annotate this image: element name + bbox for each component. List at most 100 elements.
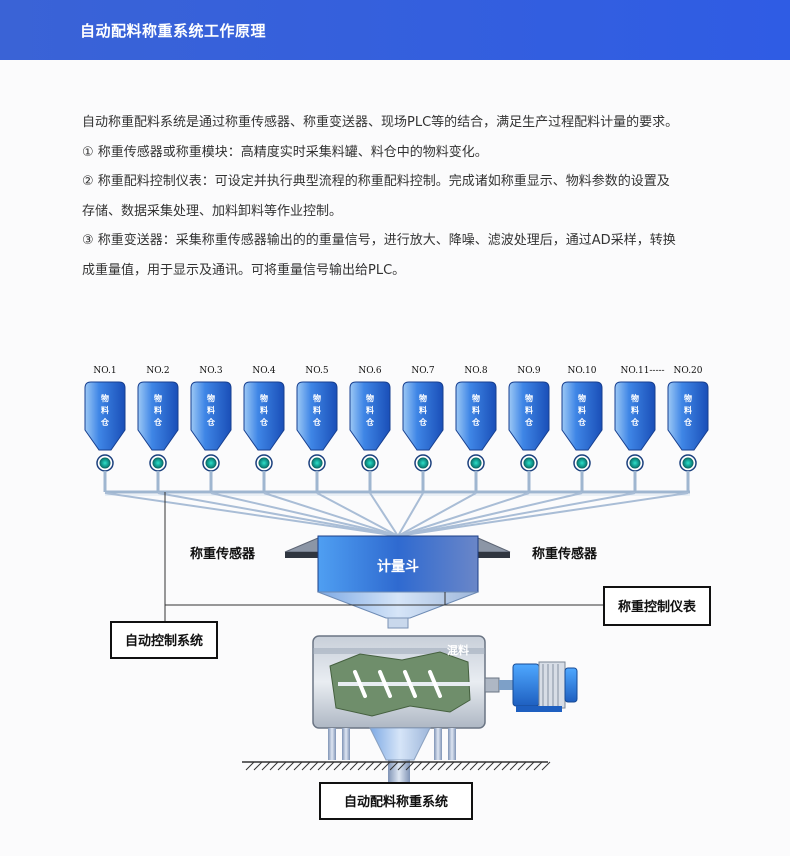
silo-text: 物: [366, 393, 374, 403]
weighing-sensor-left: [284, 537, 319, 558]
valve-icon: [629, 457, 641, 469]
ground-hatch: [469, 761, 479, 771]
header-bar: 自动配料称重系统工作原理: [0, 0, 790, 60]
silo-label: NO.3: [199, 366, 223, 376]
valve-icon: [576, 457, 588, 469]
silo-ellipsis: -----: [649, 366, 664, 376]
ground-hatch: [269, 761, 279, 771]
ground-hatch: [485, 761, 495, 771]
ground-hatch: [421, 761, 431, 771]
silo-text: 料: [207, 405, 215, 415]
ground-hatch: [309, 761, 319, 771]
silo-text: 料: [684, 405, 692, 415]
sensor-left-label: 称重传感器: [190, 546, 256, 562]
ground-hatch: [541, 761, 551, 771]
silo-text: 仓: [259, 417, 269, 427]
ground-hatch: [253, 761, 263, 771]
description-line: ② 称重配料控制仪表：可设定并执行典型流程的称重配料控制。完成诸如称重显示、物料…: [82, 174, 670, 189]
ground-hatch: [341, 761, 351, 771]
silo-label: NO.8: [464, 366, 488, 376]
silo-text: 料: [101, 405, 109, 415]
description-block: 自动称重配料系统是通过称重传感器、称重变送器、现场PLC等的结合，满足生产过程配…: [82, 108, 732, 285]
ground-hatch: [453, 761, 463, 771]
silo-group: NO.1物料仓NO.2物料仓NO.3物料仓NO.4物料仓NO.5物料仓NO.6物…: [84, 366, 709, 492]
silo-body: [455, 381, 497, 451]
ground-hatch: [245, 761, 255, 771]
silo-body: [614, 381, 656, 451]
collector-pipe: [105, 490, 690, 496]
ground-hatch: [285, 761, 295, 771]
silo-label: NO.2: [146, 366, 169, 376]
silo-body: [349, 381, 391, 451]
ground-hatch: [389, 761, 399, 771]
feed-line: [397, 492, 424, 537]
ground-hatch: [349, 761, 359, 771]
ground-hatch: [381, 761, 391, 771]
ground-hatch: [477, 761, 487, 771]
ground-hatch: [437, 761, 447, 771]
description-line: 成重量值，用于显示及通讯。可将重量信号输出给PLC。: [82, 262, 406, 278]
ground-hatch: [525, 761, 535, 771]
silo-text: 物: [472, 393, 480, 403]
sensor-right-label: 称重传感器: [532, 546, 598, 562]
silo-text: 物: [260, 393, 268, 403]
silo-body: [296, 381, 338, 451]
silo-text: 料: [154, 405, 162, 415]
ground-hatch: [293, 761, 303, 771]
silo-text: 料: [419, 405, 427, 415]
ground-hatch: [301, 761, 311, 771]
ground-hatch: [365, 761, 375, 771]
auto-control-box: [110, 621, 218, 659]
silo-label: NO.1: [93, 366, 116, 376]
silo-text: 仓: [100, 417, 110, 427]
feed-line: [210, 492, 399, 537]
ground-hatch: [501, 761, 511, 771]
ground-hatch: [373, 761, 383, 771]
system-label: 自动配料称重系统: [344, 794, 448, 810]
silo-body: [84, 381, 126, 451]
valve-icon: [364, 457, 376, 469]
ground-hatch: [357, 761, 367, 771]
valve-icon: [523, 457, 535, 469]
valve-icon: [205, 457, 217, 469]
feed-line: [263, 492, 399, 537]
mixer: [312, 635, 500, 729]
mixer-label: 混料: [447, 643, 469, 657]
ground-hatch: [261, 761, 271, 771]
silo-body: [190, 381, 232, 451]
feed-line: [157, 492, 399, 537]
controller-box: [603, 586, 711, 626]
silo-text: 仓: [471, 417, 481, 427]
silo-text: 仓: [577, 417, 587, 427]
description-line: ③ 称重变送器：采集称重传感器输出的的重量信号，进行放大、降噪、滤波处理后，通过…: [82, 233, 676, 248]
hopper-label: 计量斗: [377, 558, 419, 575]
feed-line: [369, 492, 399, 537]
page-title: 自动配料称重系统工作原理: [80, 22, 267, 40]
silo-text: 物: [525, 393, 533, 403]
controller-label: 称重控制仪表: [618, 599, 697, 615]
valve-icon: [152, 457, 164, 469]
silo-text: 料: [366, 405, 374, 415]
feed-line: [397, 492, 530, 537]
description-line: ① 称重传感器或称重模块：高精度实时采集料罐、料仓中的物料变化。: [82, 144, 488, 160]
ground-hatch: [445, 761, 455, 771]
ground-hatch: [493, 761, 503, 771]
silo-text: 物: [419, 393, 427, 403]
silo-body: [402, 381, 444, 451]
ground-hatch: [533, 761, 543, 771]
silo-label: NO.11: [620, 366, 649, 376]
silo-text: 仓: [206, 417, 216, 427]
silo-label: NO.9: [517, 366, 541, 376]
silo-text: 物: [313, 393, 321, 403]
silo-body: [508, 381, 550, 451]
silo-text: 仓: [418, 417, 428, 427]
silo-body: [561, 381, 603, 451]
silo-text: 物: [207, 393, 215, 403]
ground-hatch: [325, 761, 335, 771]
ground-hatch: [429, 761, 439, 771]
silo-text: 仓: [524, 417, 534, 427]
